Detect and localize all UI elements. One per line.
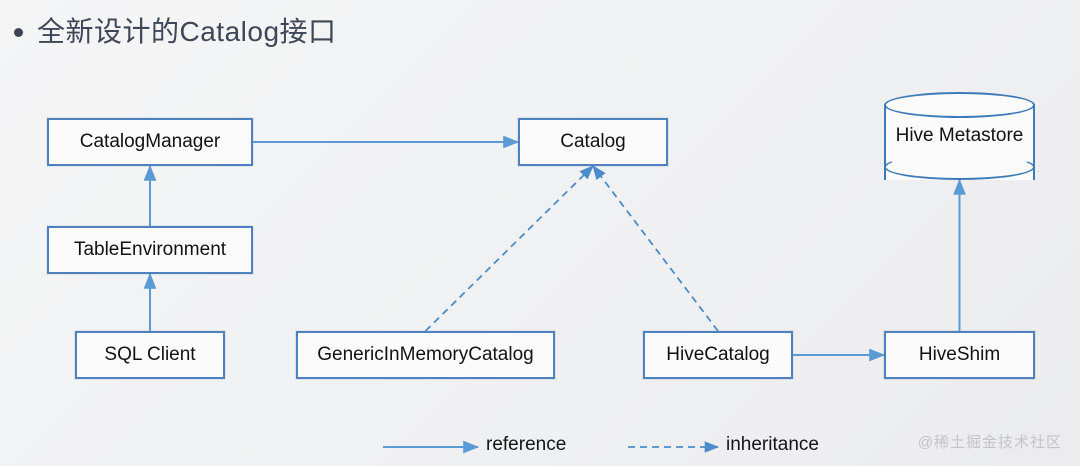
node-label: TableEnvironment bbox=[73, 239, 227, 260]
node-hive-shim[interactable]: HiveShim bbox=[884, 331, 1035, 379]
node-table-environment[interactable]: TableEnvironment bbox=[47, 226, 253, 274]
node-sql-client[interactable]: SQL Client bbox=[75, 331, 225, 379]
page-title: 全新设计的Catalog接口 bbox=[14, 10, 337, 50]
watermark: @稀土掘金技术社区 bbox=[917, 434, 1062, 451]
node-label: HiveShim bbox=[918, 344, 1001, 365]
node-hive-metastore[interactable]: Hive Metastore bbox=[884, 92, 1035, 180]
bullet-icon bbox=[14, 27, 23, 37]
cylinder-bottom-ellipse bbox=[884, 154, 1035, 180]
node-catalog-manager[interactable]: CatalogManager bbox=[47, 118, 253, 166]
edge-hivecatalog-to-catalog bbox=[592, 165, 719, 332]
node-label: Hive Metastore bbox=[895, 125, 1024, 146]
node-label: GenericInMemoryCatalog bbox=[317, 344, 534, 365]
node-hive-catalog[interactable]: HiveCatalog bbox=[643, 331, 793, 379]
node-label: HiveCatalog bbox=[666, 344, 770, 365]
node-generic-inmemory-catalog[interactable]: GenericInMemoryCatalog bbox=[296, 331, 555, 379]
node-label: Catalog bbox=[560, 131, 626, 152]
page-title-text: 全新设计的Catalog接口 bbox=[37, 16, 337, 47]
cylinder-top-ellipse bbox=[884, 92, 1035, 118]
node-catalog[interactable]: Catalog bbox=[518, 118, 668, 166]
legend-inheritance-label: inheritance bbox=[726, 434, 819, 455]
edge-genericcatalog-to-catalog bbox=[424, 165, 594, 332]
node-label: SQL Client bbox=[104, 344, 196, 365]
node-label: CatalogManager bbox=[79, 131, 221, 152]
legend-reference-label: reference bbox=[486, 434, 567, 455]
